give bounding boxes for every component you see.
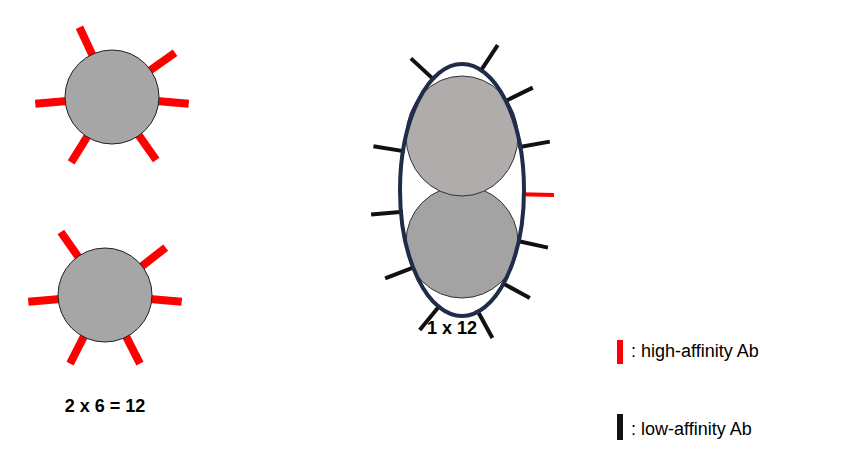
count-label: 1 x 12 <box>427 318 477 339</box>
high-affinity-antibody <box>140 248 165 268</box>
particle <box>28 232 181 364</box>
low-affinity-antibody <box>517 241 548 248</box>
high-affinity-antibody <box>149 53 175 71</box>
high-affinity-antibody <box>138 134 156 160</box>
low-affinity-antibody <box>373 146 405 151</box>
legend-text: : low-affinity Ab <box>631 419 752 440</box>
legend-swatch <box>617 414 623 440</box>
high-affinity-antibody <box>28 299 60 302</box>
count-label: 2 x 6 = 12 <box>65 396 146 417</box>
high-affinity-antibody <box>35 101 67 104</box>
aggregate <box>371 45 554 338</box>
low-affinity-antibody <box>385 267 415 278</box>
high-affinity-antibody <box>150 299 182 302</box>
low-affinity-antibody <box>477 310 492 338</box>
high-affinity-antibody <box>157 101 189 104</box>
high-affinity-antibody <box>522 192 554 197</box>
high-affinity-antibody <box>61 232 79 258</box>
high-affinity-antibody <box>79 27 93 56</box>
high-affinity-antibody <box>71 135 88 162</box>
low-affinity-antibody <box>371 212 403 215</box>
high-affinity-antibody <box>125 335 140 364</box>
low-affinity-antibody <box>504 88 533 102</box>
legend-text: : high-affinity Ab <box>631 341 759 362</box>
low-affinity-antibody <box>480 45 498 72</box>
low-affinity-antibody <box>518 142 549 148</box>
particle-circle <box>65 50 159 144</box>
low-affinity-antibody <box>411 58 434 80</box>
particle <box>35 27 188 162</box>
low-affinity-antibody <box>502 283 530 298</box>
particle-circle <box>406 186 518 298</box>
aggregate-outline <box>400 64 524 316</box>
high-affinity-antibody <box>70 335 85 364</box>
particle-circle <box>58 248 152 342</box>
legend-swatch <box>617 340 623 364</box>
